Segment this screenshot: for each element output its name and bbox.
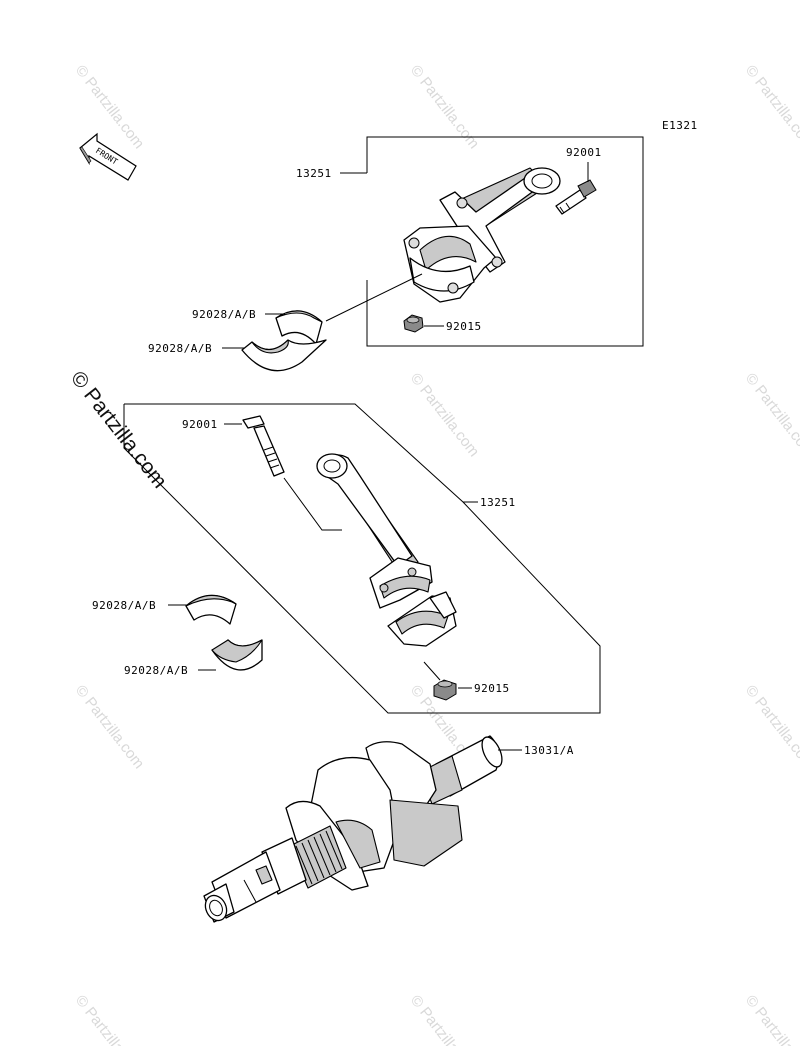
watermark: © Partzilla.com <box>72 682 148 772</box>
callout-13251: 13251 <box>296 167 332 180</box>
bearing-shell <box>275 310 323 345</box>
rod-nut <box>433 679 457 701</box>
watermark: © Partzilla.com <box>407 370 483 460</box>
group-frame <box>366 136 644 347</box>
callout-92015: 92015 <box>446 320 482 333</box>
watermark-main: © Partzilla.com <box>66 367 171 493</box>
rod-bolt <box>555 179 597 215</box>
diagram-id: E1321 <box>662 119 698 132</box>
rod-bolt <box>242 415 285 477</box>
watermark: © Partzilla.com <box>72 62 148 152</box>
front-arrow-icon: FRONT <box>79 132 137 181</box>
bearing-shell <box>241 339 327 372</box>
watermark: © Partzilla.com <box>742 682 800 772</box>
leader-line <box>325 273 423 322</box>
lower-rod-group: 13251 92001 <box>123 403 601 714</box>
callout-92028-2: 92028/A/B <box>148 342 212 355</box>
callout-92015-b: 92015 <box>474 682 510 695</box>
callout-92001-b: 92001 <box>182 418 218 431</box>
watermark: © Partzilla.com <box>72 992 148 1046</box>
upper-rod-group: 13251 92001 920 <box>296 136 644 347</box>
watermark: © Partzilla.com <box>742 370 800 460</box>
callout-92028-3: 92028/A/B <box>92 599 156 612</box>
callout-92001: 92001 <box>566 146 602 159</box>
bearing-shell <box>211 639 263 671</box>
bearing-shell <box>185 594 237 625</box>
crankshaft <box>203 735 503 923</box>
group-frame <box>123 403 601 714</box>
callout-13251-b: 13251 <box>480 496 516 509</box>
watermark: © Partzilla.com <box>742 992 800 1046</box>
watermark: © Partzilla.com <box>742 62 800 152</box>
watermark-grid: © Partzilla.com © Partzilla.com © Partzi… <box>66 62 800 1051</box>
connecting-rod <box>316 453 433 609</box>
watermark: © Partzilla.com <box>407 62 483 152</box>
callout-92028-4: 92028/A/B <box>124 664 188 677</box>
callout-92028-1: 92028/A/B <box>192 308 256 321</box>
watermark: © Partzilla.com <box>407 992 483 1046</box>
callout-13031: 13031/A <box>524 744 574 757</box>
rod-cap <box>387 591 457 647</box>
connecting-rod <box>403 167 561 303</box>
rod-nut <box>403 314 424 333</box>
